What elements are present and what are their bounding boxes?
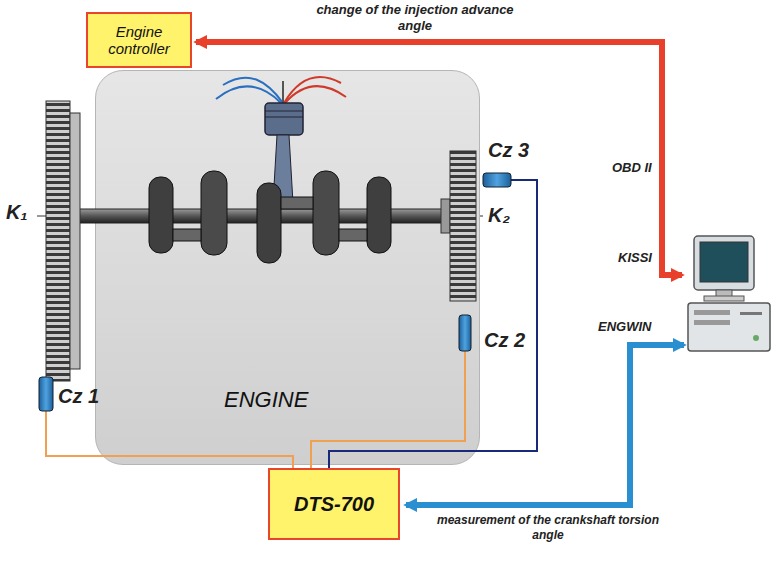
analyzer-box: DTS-700: [268, 468, 400, 540]
node-text: ENGINE: [224, 387, 308, 412]
node-text: DTS-700: [294, 493, 374, 516]
crankshaft: [149, 177, 173, 253]
flywheel: [70, 113, 80, 369]
sensor: [39, 377, 53, 411]
timing-gear: [441, 199, 450, 233]
sensor: [459, 315, 471, 351]
signal-name: KISSI: [618, 250, 652, 266]
computer-icon: [694, 320, 730, 325]
crankshaft: [313, 171, 339, 255]
flywheel: [46, 101, 80, 381]
crankshaft: [37, 171, 483, 263]
engine-block: ENGINE: [95, 70, 480, 465]
crankshaft: [201, 171, 227, 255]
computer-icon: [688, 303, 770, 351]
fuel-lines: [284, 77, 341, 103]
computer-icon: [740, 312, 762, 315]
crankshaft: [281, 197, 313, 209]
part-label: K₂: [488, 203, 510, 228]
piston: [265, 111, 303, 112]
crankshaft: [339, 229, 367, 241]
computer-icon: [694, 236, 754, 290]
sensor-label: Cz 1: [58, 384, 99, 409]
annotation: measurement of the crankshaft torsion an…: [428, 513, 668, 543]
signal-name: OBD II: [612, 160, 652, 176]
fuel-lines: [282, 81, 284, 103]
computer-icon: [688, 236, 770, 351]
timing-gear: [441, 151, 476, 301]
fuel-lines: [216, 77, 346, 103]
computer-icon: [700, 242, 748, 282]
crankshaft: [257, 183, 281, 263]
crankshaft: [173, 229, 201, 241]
computer-icon: [694, 310, 730, 315]
flywheel: [46, 101, 70, 381]
node-text: Engine controller: [96, 23, 182, 58]
part-label: K₁: [6, 200, 27, 225]
sensor-label: Cz 2: [484, 328, 525, 353]
sensor-label: Cz 3: [488, 138, 529, 163]
timing-gear: [450, 151, 476, 301]
signal-name: ENGWIN: [598, 319, 651, 335]
piston: [265, 103, 303, 135]
computer-icon: [753, 335, 759, 341]
controller-box: Engine controller: [86, 12, 192, 68]
piston: [265, 117, 303, 118]
computer-icon: [704, 296, 744, 301]
sensor: [39, 173, 511, 411]
crankshaft: [367, 177, 391, 253]
annotation: change of the injection advance angle: [305, 2, 525, 35]
fuel-lines: [223, 78, 283, 103]
sensor-wires: [46, 411, 293, 469]
sensor: [483, 173, 511, 187]
